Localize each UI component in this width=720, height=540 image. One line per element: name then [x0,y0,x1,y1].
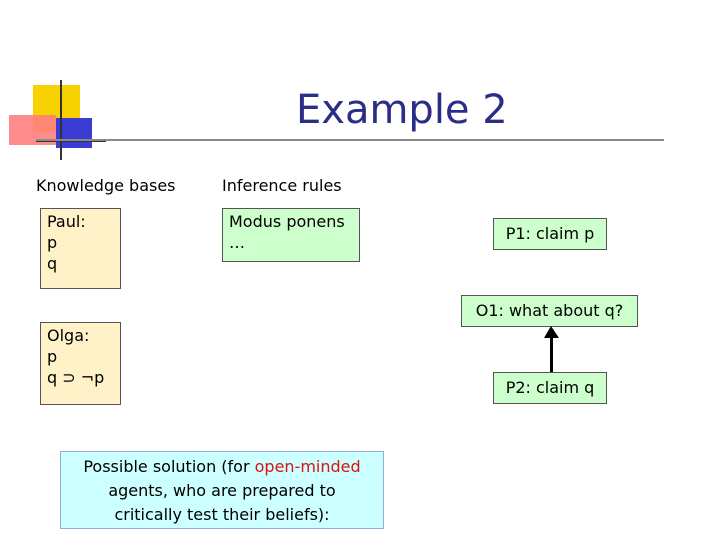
move-p1-text: P1: claim p [505,224,595,243]
title-divider [36,139,664,141]
move-o1: O1: what about q? [461,295,638,327]
arrow-head-icon [544,326,559,338]
paul-fact-p: p [47,233,58,252]
paul-knowledge-base: Paul: p q [40,208,121,289]
olga-knowledge-base: Olga: p q ⊃ ¬p [40,322,121,405]
solution-box: Possible solution (for open-minded agent… [60,451,384,529]
rule-ellipsis: … [229,233,245,252]
paul-fact-q: q [47,254,58,273]
rule-modus-ponens: Modus ponens [229,212,345,231]
solution-line-2: agents, who are prepared to [108,481,336,500]
blue-square [56,118,92,148]
move-p2-text: P2: claim q [505,378,595,397]
knowledge-bases-heading: Knowledge bases [36,176,176,195]
inference-rules-heading: Inference rules [222,176,342,195]
arrow-shaft [550,336,553,374]
solution-line-3: critically test their beliefs): [114,505,330,524]
olga-fact-implication: q ⊃ ¬p [47,368,105,387]
move-p1: P1: claim p [493,218,607,250]
vertical-line [60,80,62,160]
paul-label: Paul: [47,212,86,231]
move-p2: P2: claim q [493,372,607,404]
solution-line-1-text: Possible solution (for [83,457,255,476]
olga-label: Olga: [47,326,90,345]
inference-rules-box: Modus ponens … [222,208,360,262]
move-o1-text: O1: what about q? [475,301,624,320]
slide-title: Example 2 [296,87,508,133]
open-minded-highlight: open-minded [254,457,361,476]
solution-line-1: Possible solution (for open-minded [67,455,377,479]
olga-fact-p: p [47,347,58,366]
horizontal-line [36,140,106,142]
